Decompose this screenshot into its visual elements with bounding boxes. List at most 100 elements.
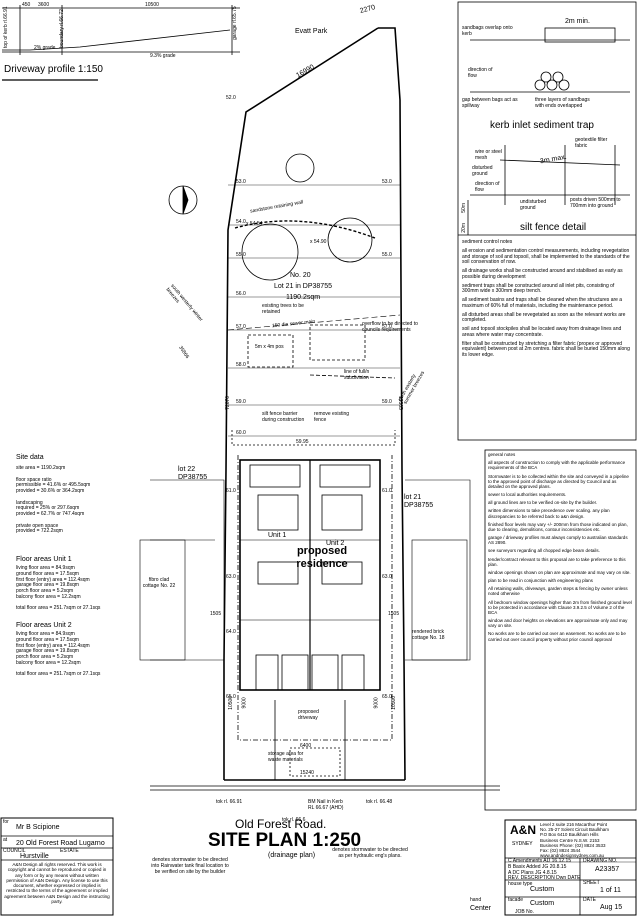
driveway-profile-line [2, 29, 231, 51]
council-value: Hurstville [20, 853, 49, 860]
kerb-trap-label: three layers of sandbags with ends overl… [535, 97, 590, 109]
note-item: all sediment basins and traps shall be c… [462, 297, 623, 309]
client-for-label: for [3, 819, 9, 825]
site-note: fibro clad cottage No. 22 [142, 577, 176, 589]
council-label: COUNCIL [3, 848, 26, 854]
site-note: overflow to be directed to councils requ… [362, 321, 418, 333]
level-label: 61.0 [226, 488, 236, 494]
estate-label: ESTATE [60, 848, 79, 854]
revision-row: B Basix Added JG 20.8.15 [508, 863, 567, 870]
driveway-grade: 2% grade [34, 45, 56, 51]
note-item: all disturbed areas shall be revegetated… [462, 311, 626, 324]
note-item: window openings shown on plan are approx… [488, 569, 631, 575]
house-type-label: house type [508, 881, 533, 887]
kerb-level: tok rl. 66.91 [216, 799, 243, 805]
kerb-trap-title: kerb inlet sediment trap [490, 120, 594, 131]
level-label: 63.0 [226, 574, 236, 580]
dimension: 1505 [210, 611, 222, 617]
silt-label: wire or steel mesh [475, 149, 502, 161]
site-data-line: site area = 1190.2sqm [16, 465, 66, 471]
lot-boundary-west [223, 27, 379, 780]
driveway-title: Driveway profile 1:150 [4, 64, 103, 75]
level-label: 53.0 [236, 179, 246, 185]
bottom-note: denotes stormwater to be directed as per… [332, 847, 408, 859]
silt-label: 50m [460, 203, 467, 213]
spot-level: 59.95 [296, 439, 309, 445]
company-address-line: Business Centre N.S.W. 2153 [540, 837, 600, 843]
note-item: garage / driveway profiles must always c… [488, 535, 628, 546]
lot22-label: lot 22 DP38755 [178, 466, 208, 482]
company-address-line: www.andndesignsydney.com.au [540, 853, 604, 859]
note-item: sediment traps shall be constructed arou… [462, 282, 615, 295]
level-label: 57.0 [382, 324, 392, 330]
note-item: All bedroom window openings higher than … [488, 599, 632, 615]
site-data-line: provided = 30.6% or 364.2sqm [16, 488, 85, 494]
sheet-value: 1 of 11 [600, 887, 621, 894]
note-item: written dimensions to take precedence ov… [488, 508, 610, 519]
driveway-grade: 9.3% grade [150, 53, 176, 59]
floor-area-line: ground floor area = 17.5sqm [16, 570, 79, 577]
note-item: finished floor levels may vary +/- 200mm… [488, 521, 628, 532]
site-data-line: required = 25% or 297.6sqm [16, 505, 80, 512]
note-item: plan to be read in conjunction with engi… [488, 578, 593, 584]
client-address: 20 Old Forest Road Lugarno [16, 840, 105, 847]
house-type-value: Custom [530, 886, 555, 893]
floor-area-line: balcony floor area = 12.2sqm [16, 593, 81, 600]
driveway-dim: 450 [22, 2, 31, 8]
silt-label: undisturbed ground [520, 199, 547, 211]
evatt-park-label: Evatt Park [295, 28, 328, 35]
company-address-line: No. 25-27 Solent Circuit Baulkham [540, 827, 610, 833]
level-label: 63.0 [382, 574, 392, 580]
proposed-residence-label: proposed residence [296, 545, 348, 570]
client-at-label: at [3, 837, 8, 843]
floor-area-line: living floor area = 84.9sqm [16, 631, 75, 637]
lot-description: Lot 21 in DP38755 [274, 283, 332, 290]
company-logo: A&N [510, 823, 536, 837]
floor-area-line: garage floor area = 19.8sqm [16, 648, 79, 655]
level-label: 58.0 [236, 362, 246, 368]
company-logo-sub: SYDNEY [512, 841, 533, 847]
tree-symbol [241, 223, 299, 281]
floor-area-line: total floor area = 251.7sqm or 27.1sqs [16, 605, 101, 612]
driveway-dim: 10500 [145, 2, 159, 8]
floor-area-line: porch floor area = 5.2sqm [16, 588, 74, 594]
site-data-line: provided = 62.7% or 747.4sqm [16, 511, 85, 517]
level-label: 54.0 [236, 219, 246, 225]
floor-area-line: first floor (entry) area = 112.4sqm [16, 642, 90, 649]
drawing-no-value: A23357 [595, 866, 620, 873]
silt-label: 20m [460, 223, 467, 233]
revision-row: A DC Plans JG 4.8.15 [508, 869, 557, 876]
note-item: see surveyors regarding all chopped edge… [488, 548, 600, 554]
detail-frame [457, 1, 637, 441]
level-label: 59.0 [236, 399, 246, 405]
site-note: rendered brick cottage No. 18 [412, 629, 445, 641]
pos-label: 5m x 4m pos [255, 344, 284, 350]
street-name: Old Forest Road. [235, 817, 327, 831]
note-item: all erosion and sedimentation control me… [462, 247, 630, 266]
driveway-dim: 3600 [38, 2, 50, 8]
note-item: All retaining walls, driveways, garden s… [488, 586, 628, 597]
kerb-level: BM Nail in Kerb RL 66.67 (AHD) [308, 799, 344, 811]
lot-number: No. 20 [290, 272, 311, 279]
drawing-title: SITE PLAN 1:250 [208, 830, 362, 851]
drawing-subtitle: (drainage plan) [268, 852, 316, 859]
silt-label: geotextile filter fabric [575, 137, 608, 149]
silt-fence [231, 430, 396, 446]
dimension: 15240 [300, 770, 314, 776]
sewer-main [227, 314, 401, 331]
sheet-label: SHEET [583, 880, 600, 886]
note-item: window and door heights on elevations ar… [488, 618, 628, 629]
dimension: 9000 [241, 697, 248, 709]
site-note: line of full/n subdivision [344, 369, 370, 381]
job-label: JOB No. [515, 909, 534, 915]
hand-value: Center [470, 905, 492, 912]
kerb-trap-label: 2m min. [565, 18, 590, 25]
date-value: Aug 15 [600, 904, 623, 911]
site-note: remove existing fence [314, 411, 350, 423]
drawing-no-label: DRAWING NO. [583, 858, 618, 864]
